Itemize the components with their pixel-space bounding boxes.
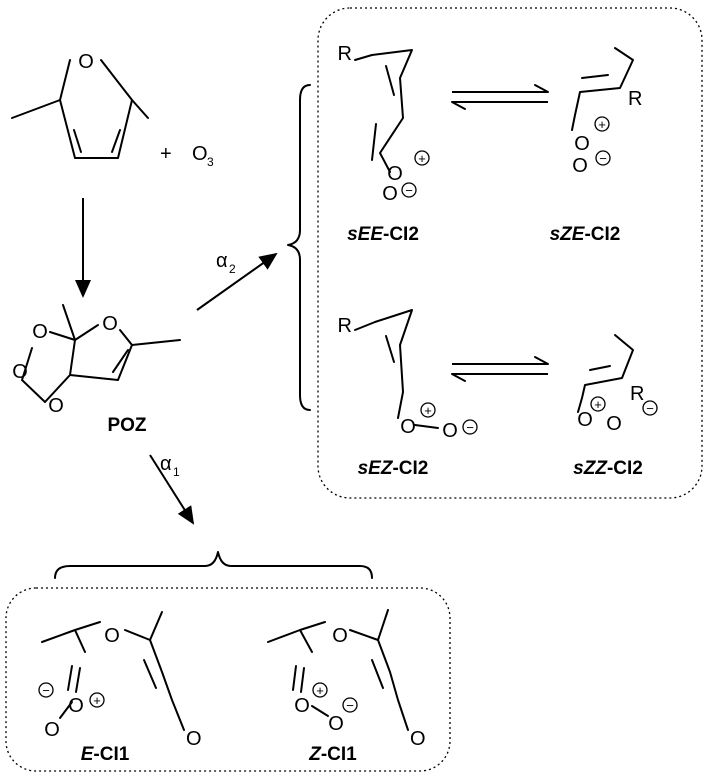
poz-structure: O O O O [12, 304, 181, 417]
sEE-label: sEE-CI2 [347, 224, 419, 245]
sZE-oxygen-1: O [574, 133, 590, 155]
sEE-ci2-structure: R O O + − [338, 43, 430, 205]
E-ci1-label: E-CI1 [81, 744, 130, 765]
plus-sign: + [160, 143, 172, 165]
sZE-label: sZE-CI2 [550, 224, 621, 245]
Z-ci1-oxygen-1: O [294, 695, 310, 717]
poz-oxygen-3: O [48, 395, 64, 417]
alpha1-subscript: 1 [173, 465, 180, 479]
alpha2-arrow [196, 252, 278, 311]
sEE-minus-glyph: − [405, 183, 413, 198]
Z-ci1-plus-glyph: + [316, 683, 324, 698]
E-ci1-minus-glyph: − [42, 683, 50, 698]
poz-ring-oxygen: O [102, 313, 118, 335]
E-ci1-structure: O O O O + − [38, 611, 202, 750]
alpha1-symbol: α [160, 453, 172, 475]
sEZ-minus-glyph: − [466, 420, 474, 435]
sZE-ci2-structure: R O O + − [571, 47, 642, 177]
E-ci1-ether-oxygen: O [104, 625, 120, 647]
sZE-minus-glyph: − [599, 151, 607, 166]
furan-oxygen: O [78, 51, 94, 73]
sZE-oxygen-2: O [572, 155, 588, 177]
sZZ-r: R [630, 383, 644, 405]
alpha1-arrow [149, 454, 195, 525]
E-ci1-oxygen-1: O [68, 695, 84, 717]
sZZ-ci2-structure: R O O + − [577, 334, 658, 435]
sZZ-minus-glyph: − [646, 401, 654, 416]
sEE-plus-glyph: + [418, 151, 426, 166]
sZZ-label: sZZ-CI2 [573, 458, 643, 479]
sEZ-label: sEZ-CI2 [358, 458, 429, 479]
sZE-minus-charge [595, 150, 611, 166]
Z-ci1-minus-charge [342, 697, 358, 713]
Z-ci1-minus-glyph: − [346, 698, 354, 713]
sZE-r: R [628, 88, 642, 110]
E-ci1-plus-charge [89, 692, 105, 708]
E-ci1-minus-charge [38, 682, 54, 698]
E-ci1-plus-glyph: + [93, 693, 101, 708]
Z-ci1-ether-oxygen: O [332, 625, 348, 647]
sEE-r: R [338, 43, 352, 65]
ci2-box [317, 7, 703, 499]
ci2-brace [287, 84, 311, 411]
poz-oxygen-1: O [32, 321, 48, 343]
sZE-plus-charge [594, 116, 610, 132]
equilibrium-arrows-top [451, 84, 549, 110]
sZZ-minus-charge [642, 400, 658, 416]
equilibrium-arrows-bottom [451, 356, 549, 382]
sZZ-plus-glyph: + [594, 397, 602, 412]
alpha2-symbol: α [216, 250, 228, 272]
ci1-brace [54, 551, 373, 579]
Z-ci1-oxygen-2: O [328, 713, 344, 735]
E-ci1-aldehyde-oxygen: O [186, 728, 202, 750]
sEZ-plus-glyph: + [424, 403, 432, 418]
sEZ-oxygen-2: O [442, 420, 458, 442]
Z-ci1-structure: O O O O + − [267, 609, 426, 750]
dimethylfuran: O [11, 51, 149, 159]
sEZ-r: R [338, 315, 352, 337]
sEZ-minus-charge [462, 419, 478, 435]
ci1-box [5, 587, 451, 772]
sEE-oxygen-2: O [382, 183, 398, 205]
ozone-subscript: 3 [207, 155, 214, 169]
sEE-oxygen-1: O [387, 163, 403, 185]
sEZ-oxygen-1: O [400, 416, 416, 438]
sZZ-oxygen-1: O [577, 409, 593, 431]
alpha2-subscript: 2 [229, 262, 236, 276]
E-ci1-oxygen-2: O [44, 719, 60, 741]
poz-label: POZ [107, 415, 146, 436]
sZZ-oxygen-2: O [606, 413, 622, 435]
sZZ-plus-charge [590, 396, 606, 412]
sEE-plus-charge [414, 150, 430, 166]
sZE-plus-glyph: + [598, 117, 606, 132]
sEZ-ci2-structure: R O O + − [338, 309, 478, 442]
ozone-symbol: O [192, 143, 208, 165]
Z-ci1-plus-charge [312, 682, 328, 698]
Z-ci1-aldehyde-oxygen: O [410, 728, 426, 750]
sEE-minus-charge [401, 182, 417, 198]
poz-oxygen-2: O [12, 361, 28, 383]
Z-ci1-label: Z-CI1 [308, 744, 357, 765]
sEZ-plus-charge [420, 402, 436, 418]
